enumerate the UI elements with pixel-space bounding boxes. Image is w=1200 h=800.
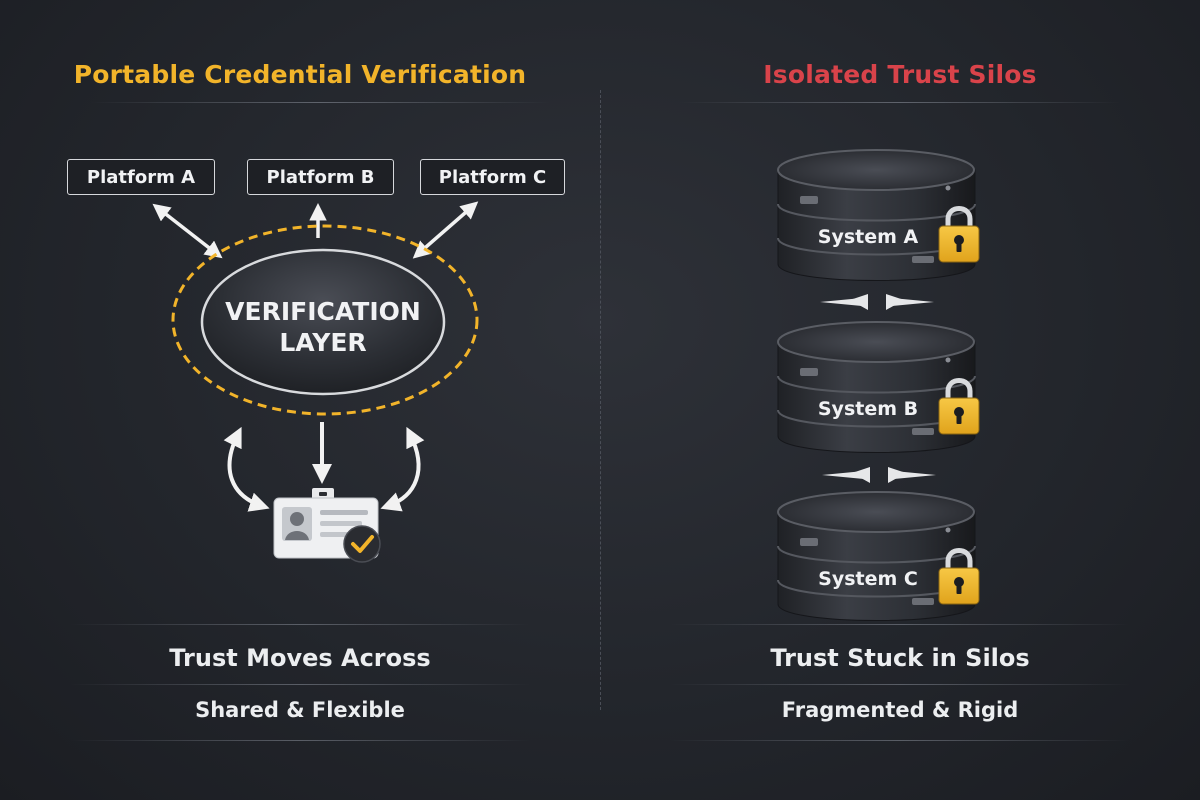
curved-arrow-left xyxy=(223,426,270,512)
right-caption-sub: Fragmented & Rigid xyxy=(781,698,1019,722)
arrow-platform-a xyxy=(152,203,223,259)
left-caption-rule-middle xyxy=(70,684,530,685)
server-stack-icon xyxy=(777,149,976,281)
isolated-silos-panel: Isolated Trust Silos xyxy=(600,0,1200,800)
verification-layer-oval xyxy=(200,248,446,396)
verification-diagram: VERIFICATION LAYER xyxy=(152,201,479,563)
left-panel-title: Portable Credential Verification xyxy=(73,60,527,89)
blocked-arrows-ab xyxy=(820,294,934,310)
system-a-label: System A xyxy=(817,226,919,248)
left-caption-main: Trust Moves Across xyxy=(169,644,431,672)
blocked-arrows-bc xyxy=(822,467,936,483)
verification-label-line2: LAYER xyxy=(279,328,366,357)
server-stack-icon xyxy=(777,321,976,453)
portable-verification-panel: Portable Credential Verification Platfor… xyxy=(67,60,565,741)
system-b-label: System B xyxy=(817,398,919,420)
curved-arrow-right xyxy=(380,426,425,512)
verification-orbit xyxy=(171,224,479,416)
platform-a-box: Platform A xyxy=(67,159,215,195)
system-c-label: System C xyxy=(818,568,918,590)
right-caption-rule-middle xyxy=(670,684,1130,685)
arrow-platform-c xyxy=(412,201,479,259)
platform-c-box: Platform C xyxy=(420,159,565,195)
server-stack-icon xyxy=(777,491,976,621)
left-caption-rule-bottom xyxy=(70,740,530,741)
right-panel-title: Isolated Trust Silos xyxy=(763,60,1037,89)
right-title-rule xyxy=(680,102,1120,103)
verification-label-line1: VERIFICATION xyxy=(225,297,421,326)
right-caption-rule-top xyxy=(670,624,1130,625)
left-caption-sub: Shared & Flexible xyxy=(195,698,405,722)
platform-b-box: Platform B xyxy=(247,159,394,195)
left-caption-rule-top xyxy=(70,624,530,625)
silos-diagram xyxy=(777,149,1200,621)
panel-divider xyxy=(600,90,601,710)
right-caption-rule-bottom xyxy=(670,740,1130,741)
left-title-rule xyxy=(90,102,550,103)
check-badge-icon xyxy=(343,525,381,563)
right-caption-main: Trust Stuck in Silos xyxy=(770,644,1030,672)
